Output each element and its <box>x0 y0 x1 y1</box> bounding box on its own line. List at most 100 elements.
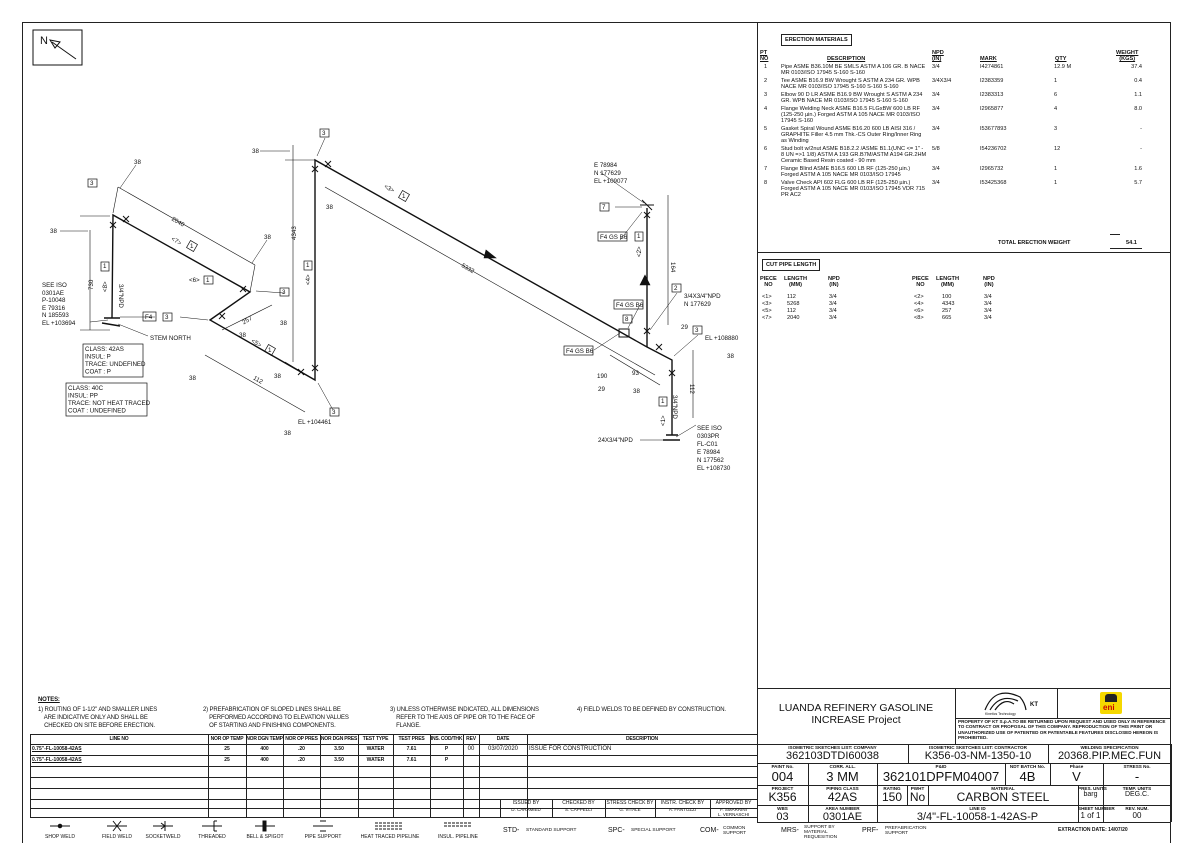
project_no-value: K356 <box>768 790 797 804</box>
row-pt: 1 <box>764 64 768 70</box>
row-qty: 12 <box>1054 146 1061 152</box>
row-qty: 1 <box>1054 78 1058 84</box>
weld-gap: 38 <box>284 430 291 437</box>
ref-tag: 1 <box>268 347 272 354</box>
corr-label: CORR. ALL. <box>829 763 856 769</box>
legend-shop-weld: SHOP WELD <box>45 834 75 840</box>
ref-tag: 3 <box>90 180 94 187</box>
row-pt: 5 <box>764 126 768 132</box>
project-label: PROJECT <box>771 785 794 791</box>
divider <box>527 734 528 817</box>
f4-tag: F4 <box>145 314 153 321</box>
col-description: DESCRIPTION <box>827 56 866 62</box>
row-qty: 4 <box>1054 106 1058 112</box>
weld-gap: 38 <box>274 373 281 380</box>
divider <box>757 805 1171 806</box>
pipe-support-icon <box>313 820 333 832</box>
divider <box>1048 744 1049 763</box>
property-notice: PROPERTY OF KT S.p.A.TO BE RETURNED UPON… <box>958 719 1166 740</box>
project-title: LUANDA REFINERY GASOLINE INCREASE Projec… <box>778 702 934 726</box>
class-box-1: CLASS: 42AS <box>85 346 124 353</box>
row-weight: 1.6 <box>1134 166 1142 172</box>
cut-npd: 3/4 <box>984 301 992 307</box>
table-cell: ISSUE FOR CONSTRUCTION <box>529 746 612 752</box>
cut-piece-no: <8> <box>914 315 924 321</box>
divider <box>246 734 247 817</box>
class-box-1: COAT : P <box>85 369 111 376</box>
start-info: SEE ISO <box>42 282 67 289</box>
dim-93: 93 <box>632 370 639 377</box>
col-length: LENGTH (MM) <box>936 276 959 288</box>
start-info: E 79316 <box>42 305 66 312</box>
class-box-1: TRACE: UNDEFINED <box>85 361 146 368</box>
row-mark: I2383359 <box>980 78 1004 84</box>
total-underline <box>1110 234 1120 235</box>
dim-2040: 2040 <box>170 216 186 229</box>
row-weight: 1.1 <box>1134 92 1142 98</box>
weld-gap: 38 <box>264 234 271 241</box>
divider <box>1171 763 1172 785</box>
heat-traced-icon <box>375 822 403 830</box>
total-underline <box>1110 248 1142 249</box>
row-mark: I4274861 <box>980 64 1004 70</box>
start-info: EL +103694 <box>42 320 76 327</box>
cut-npd: 3/4 <box>984 315 992 321</box>
cut-piece-no: <4> <box>914 301 924 307</box>
table-cell: 03/07/2020 <box>487 746 519 752</box>
table-header: TEST PRES <box>398 736 425 742</box>
divider <box>655 799 656 817</box>
stress-label: STRESS No. <box>1123 763 1151 769</box>
signoff-header: APPROVED BY <box>715 800 752 806</box>
support-text: COMMON SUPPORT <box>723 826 747 836</box>
row-description: Valve Check API 602 FLG 600 LB RF (125-2… <box>781 180 925 198</box>
col-piece-no: PIECE NO <box>912 276 929 288</box>
divider <box>463 734 464 817</box>
divider <box>757 785 1171 786</box>
right-panel-divider <box>757 22 758 688</box>
erection-materials-title: ERECTION MATERIALS <box>781 34 852 46</box>
class-label: PIPING CLASS <box>826 785 859 791</box>
row-npd: 3/4 <box>932 92 940 98</box>
pwht-value: No <box>909 790 926 804</box>
table-cell: 7.61 <box>406 757 417 763</box>
dimension-lines <box>80 145 694 418</box>
divider <box>955 718 1171 719</box>
eni-logo: eni <box>1100 692 1122 714</box>
divider <box>877 785 878 805</box>
row-qty: 3 <box>1054 126 1058 132</box>
row-description: Tee ASME B16.9 BW Wrought S ASTM A 234 G… <box>781 78 920 90</box>
weld-gap: 38 <box>727 353 734 360</box>
class-value: 42AS <box>827 790 858 804</box>
divider <box>1050 763 1051 785</box>
isometric-drawing: N 2040 730 4343 5332 112 257 164 112 190… <box>32 29 739 472</box>
signoff-header: CHECKED BY <box>562 800 595 806</box>
divider <box>1103 805 1104 822</box>
piece-2: <2> <box>636 246 643 257</box>
welding-value: 20368.PIP.MEC.FUN <box>1057 750 1162 762</box>
corr-value: 3 MM <box>826 769 859 784</box>
end-info: EL +108730 <box>697 465 731 472</box>
weld-gap: 38 <box>280 320 287 327</box>
start-info: P-10048 <box>42 297 66 304</box>
cut-length: 4343 <box>942 301 955 307</box>
class-box-1: INSUL: P <box>85 354 111 361</box>
signoff-name: F. SMARRINI L. VERNASCHI <box>717 807 750 817</box>
signoff-header: STRESS CHECK BY <box>606 800 654 806</box>
table-cell: 400 <box>260 746 269 752</box>
drawing-frame <box>22 22 1171 843</box>
divider <box>500 799 501 817</box>
stress-value: - <box>1134 769 1140 784</box>
row-qty: 1 <box>1054 166 1058 172</box>
shop-weld-icon <box>50 823 70 829</box>
divider <box>320 734 321 817</box>
total-weight-value: 54.1 <box>1126 240 1137 246</box>
legend-socketweld: SOCKETWELD <box>145 834 181 840</box>
divider <box>1171 785 1172 805</box>
pid-label: P&ID <box>935 763 947 769</box>
iso_contractor-value: K356-03-NM-1350-10 <box>924 750 1032 762</box>
line-label: LINE ID <box>969 805 986 811</box>
ref-tag: 3 <box>695 327 699 334</box>
divider <box>1057 688 1058 718</box>
ndt-value: 4B <box>1019 769 1036 784</box>
branch-label: 24X3/4"NPD <box>598 437 633 444</box>
